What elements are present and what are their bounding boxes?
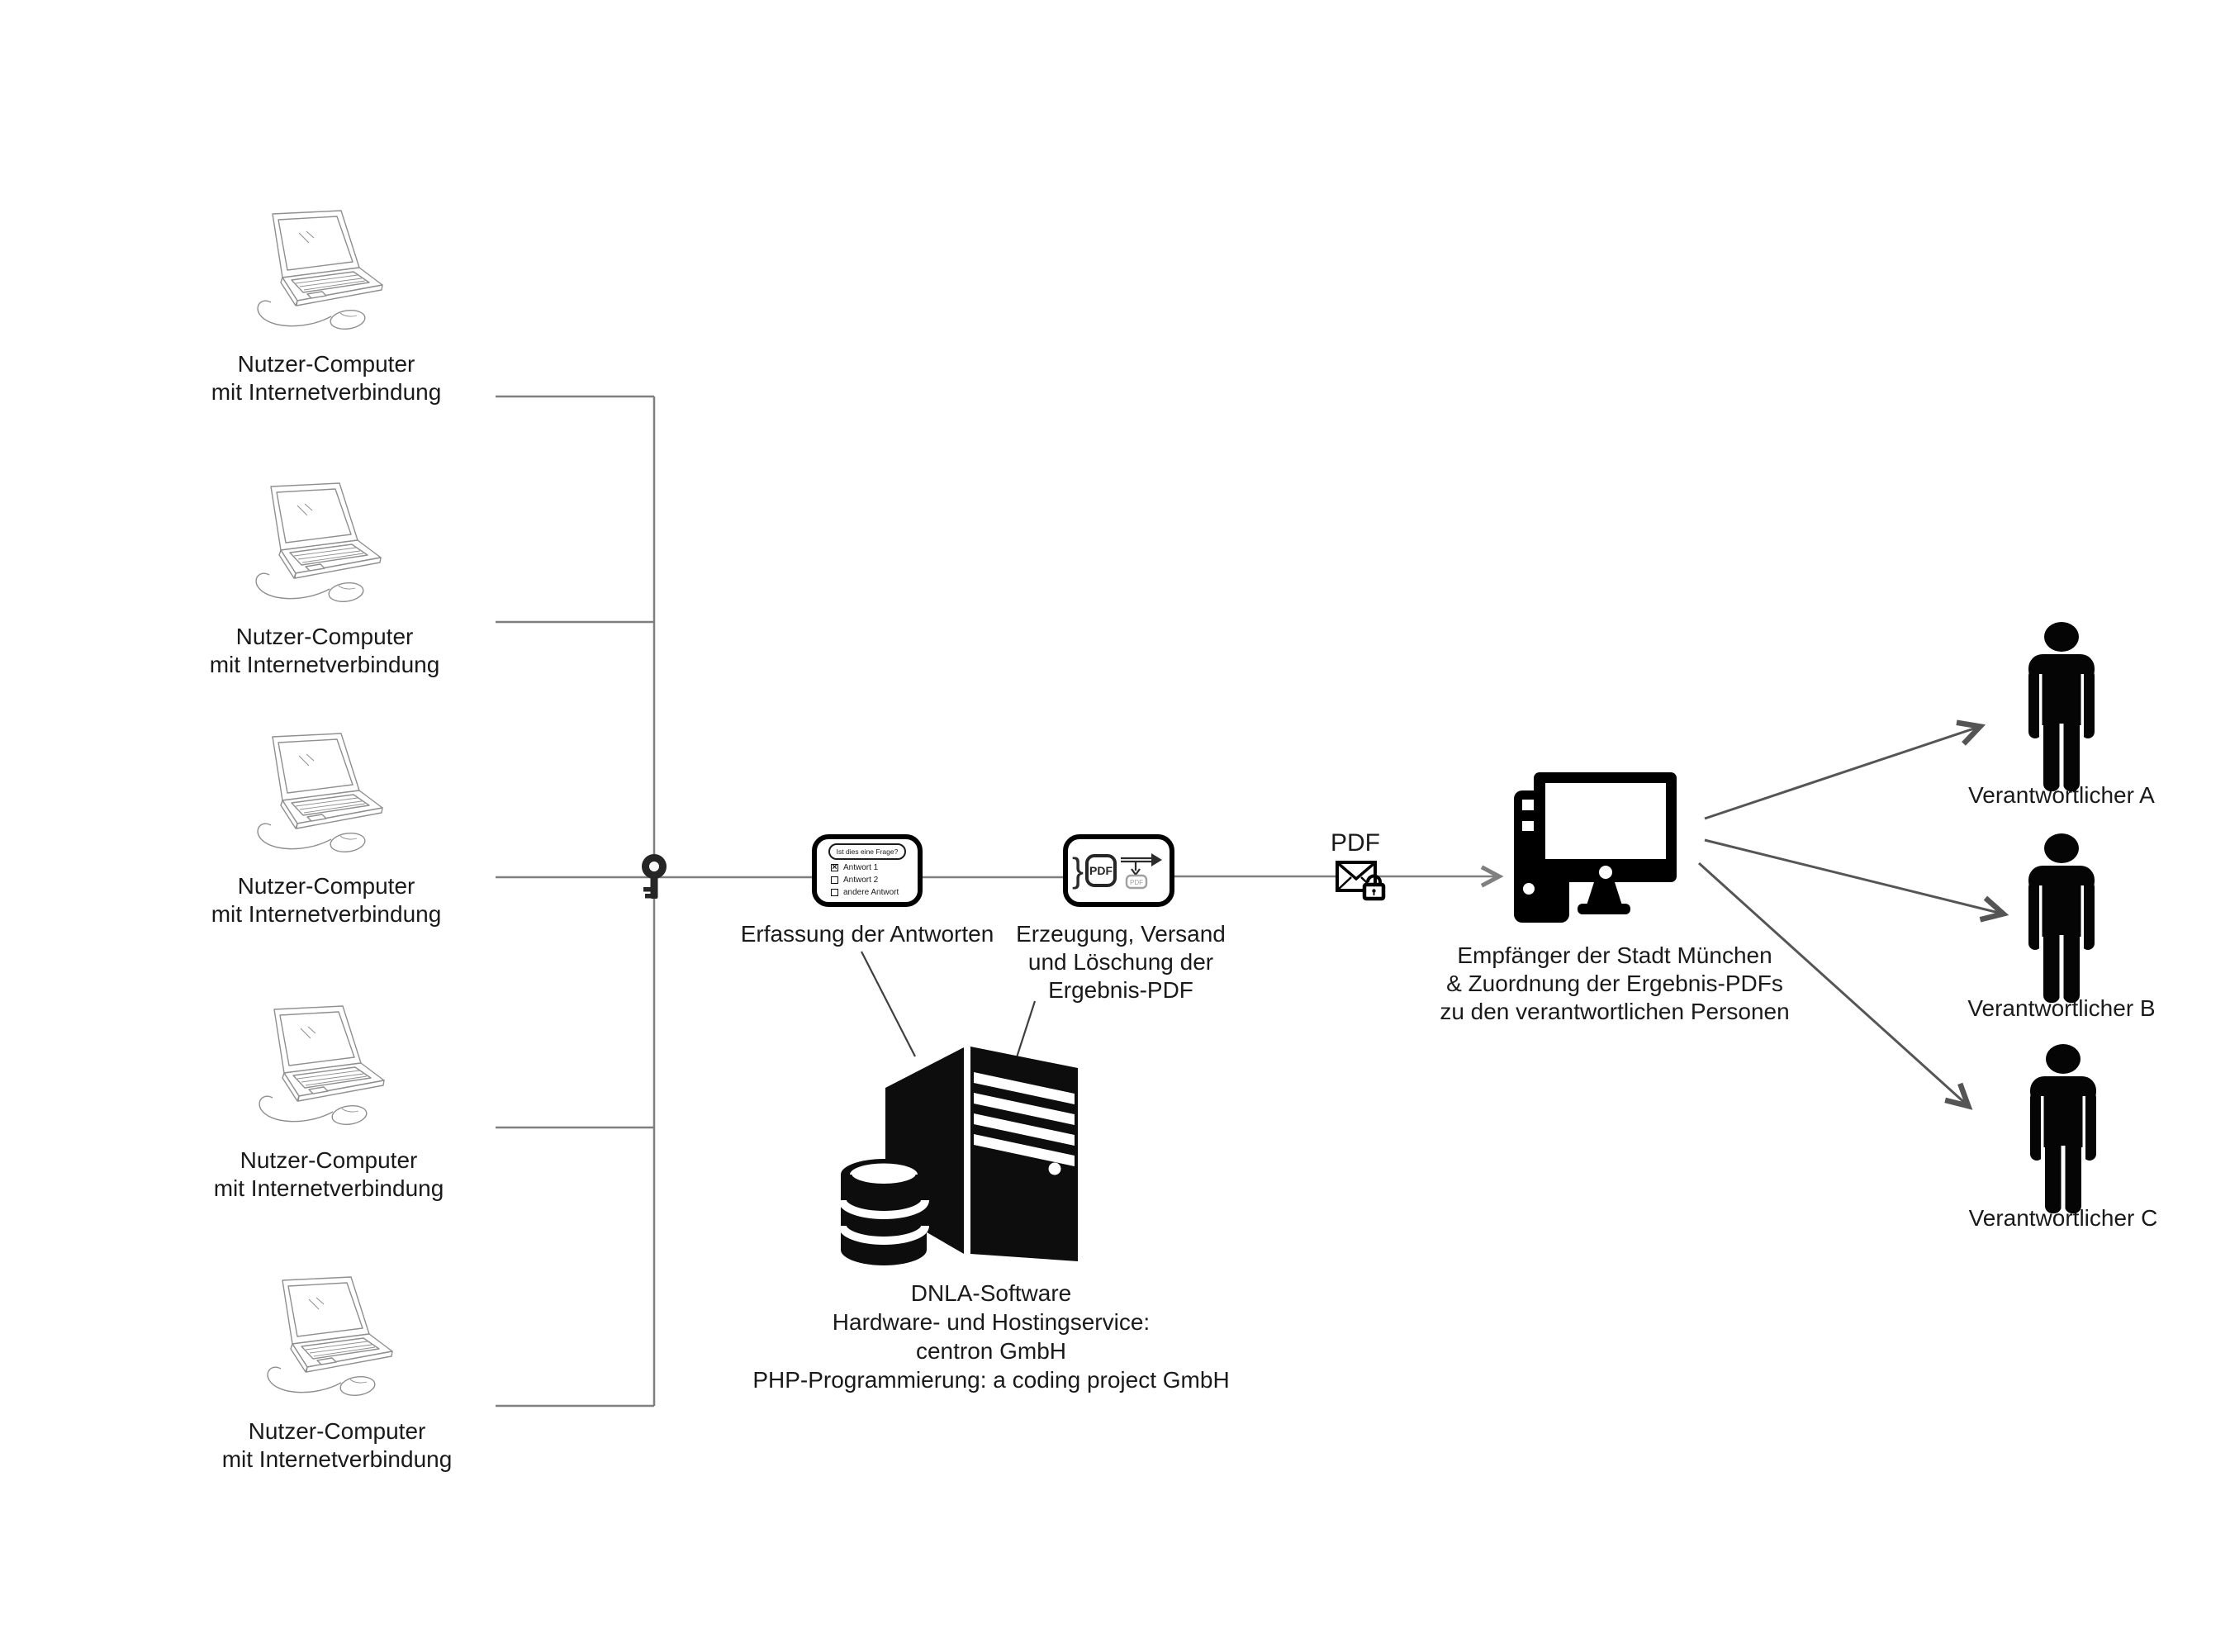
pdf-file-icon: PDF [1085, 854, 1117, 887]
pdf-transfer-label: PDF [1331, 829, 1380, 857]
laptop-node-4 [249, 1004, 394, 1136]
answer-row: Antwort 2 [831, 876, 918, 885]
answer-row: × Antwort 1 [831, 863, 918, 872]
assignment-arrows [1697, 719, 2009, 1110]
server-icon [838, 1047, 1078, 1265]
laptop-node-1 [248, 208, 392, 340]
laptop-label-4: Nutzer-Computer mit Internetverbindung [213, 1147, 444, 1201]
answer-row: andere Antwort [831, 888, 918, 897]
laptop-label-1: Nutzer-Computer mit Internetverbindung [211, 351, 442, 405]
laptop-icon [255, 482, 382, 602]
answer-label: Antwort 2 [843, 876, 879, 885]
mini-pdf-label: PDF [1130, 879, 1143, 886]
pdf-generation-box: } PDF PDF [1063, 834, 1174, 907]
server-links [861, 951, 1037, 1058]
laptop-icon [257, 733, 383, 852]
laptop-label-5: Nutzer-Computer mit Internetverbindung [221, 1418, 453, 1472]
checkbox-empty-icon [831, 889, 838, 896]
laptop-label-2: Nutzer-Computer mit Internetverbindung [209, 624, 440, 677]
question-oval: Ist dies eine Frage? [828, 843, 906, 860]
person-b-icon [2028, 833, 2095, 1003]
laptop-node-3 [248, 731, 392, 863]
receiver-caption: Empfänger der Stadt München & Zuordnung … [1440, 942, 1790, 1024]
arrow-to-person-a [1704, 719, 1986, 820]
pdfbox-server-link [1015, 1000, 1037, 1058]
brace-glyph: } [1072, 851, 1084, 890]
answer-label: andere Antwort [843, 888, 899, 897]
answer-label: Antwort 1 [843, 863, 879, 872]
checkbox-checked-icon: × [831, 864, 838, 871]
person-a-icon [2028, 622, 2095, 791]
receiver-computer-icon [1514, 772, 1677, 923]
secured-mail-icon [1336, 861, 1386, 901]
laptop-label-3: Nutzer-Computer mit Internetverbindung [211, 873, 442, 927]
laptop-node-5 [258, 1275, 402, 1407]
server-caption: DNLA-Software Hardware- und Hostingservi… [752, 1280, 1230, 1393]
arrow-to-person-b [1704, 838, 2009, 923]
laptop-icon [259, 1005, 385, 1125]
person-c-icon [2030, 1044, 2096, 1213]
laptop-icon [267, 1276, 393, 1396]
key-icon [642, 854, 667, 899]
capture-box-caption: Erfassung der Antworten [740, 921, 994, 947]
capture-answers-box: Ist dies eine Frage? × Antwort 1 Antwort… [812, 834, 923, 907]
laptop-icon [257, 210, 383, 330]
checkbox-empty-icon [831, 876, 838, 884]
laptop-node-2 [246, 481, 391, 613]
database-icon [838, 1159, 929, 1265]
send-arrow-icon: PDF [1121, 853, 1163, 890]
capture-server-link [861, 951, 916, 1057]
arrow-to-person-c [1697, 862, 1973, 1110]
pdf-box-caption: Erzeugung, Versand und Löschung der Erge… [1016, 921, 1226, 1003]
